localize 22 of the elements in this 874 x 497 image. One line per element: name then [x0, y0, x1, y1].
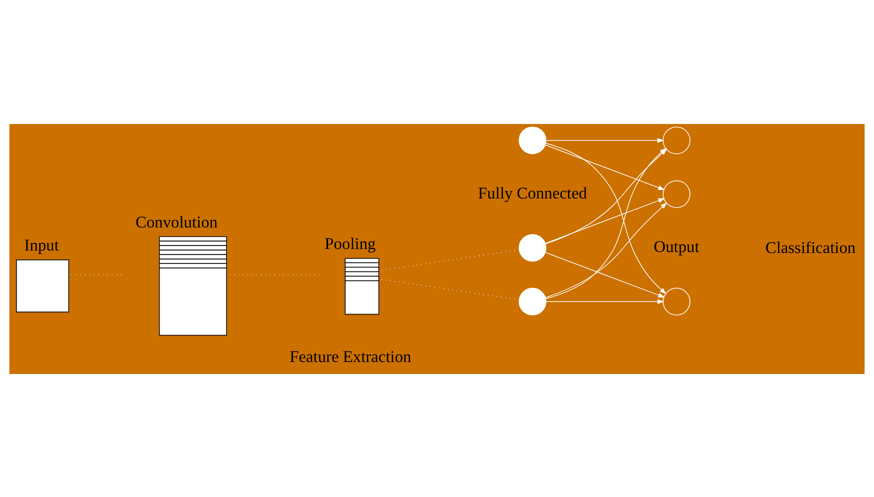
arrow: [545, 144, 665, 190]
node-label: Convolution: [136, 212, 218, 231]
arrow: [545, 252, 665, 298]
node-label: Pooling: [324, 234, 376, 253]
arrow: [546, 298, 664, 304]
label: Classification: [765, 237, 856, 256]
node-circle: [518, 234, 546, 262]
node-circle: [518, 287, 546, 315]
node-circle: [662, 126, 690, 154]
connector: [381, 278, 520, 300]
arrow: [545, 202, 668, 298]
connector: [381, 248, 520, 270]
node-circle: [518, 126, 546, 154]
label: Feature Extraction: [290, 346, 412, 366]
label: Output: [654, 236, 700, 256]
node-label: Input: [24, 235, 59, 254]
connector: [229, 274, 320, 275]
node-circle: [662, 180, 690, 208]
arrow: [545, 198, 665, 244]
node-circle: [662, 287, 690, 315]
label: Fully Connected: [478, 182, 587, 202]
arrow: [546, 138, 664, 142]
